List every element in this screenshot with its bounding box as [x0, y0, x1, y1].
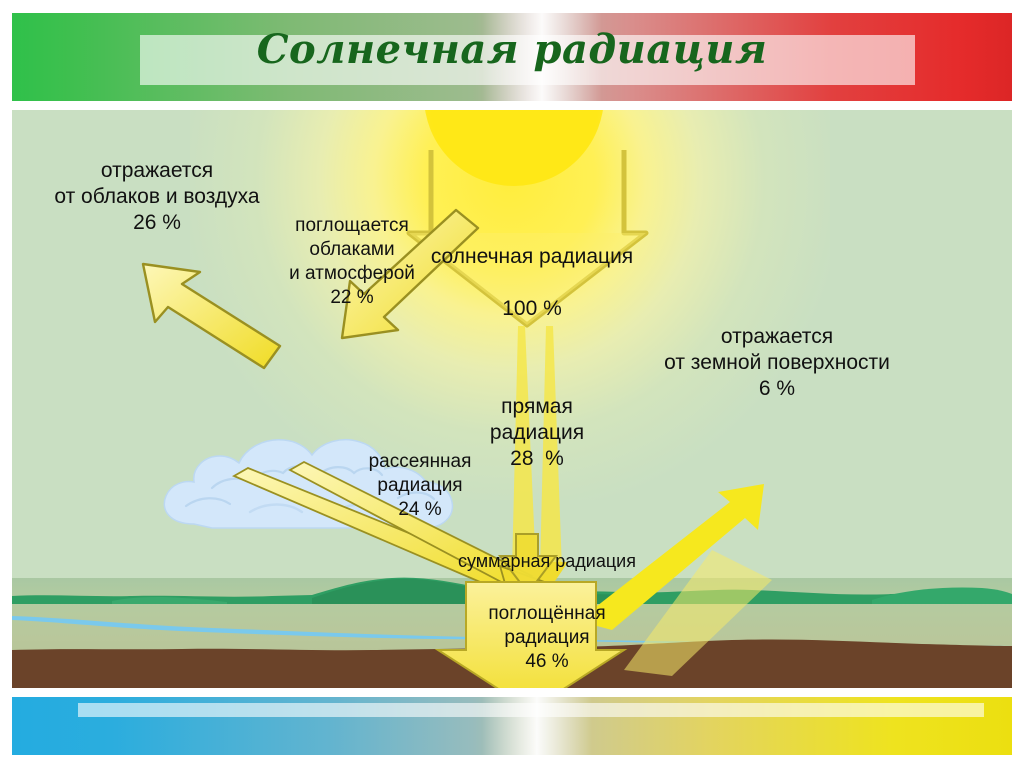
- label-reflected-by-earth-surface: отражается от земной поверхности 6 %: [664, 325, 890, 400]
- label-diffuse-radiation: рассеянная радиация 24 %: [368, 451, 472, 520]
- label-solar-radiation-total: солнечная радиация 100 %: [430, 245, 634, 320]
- page-title: Солнечная радиация: [256, 26, 768, 73]
- arrow-reflected-clouds-air: [141, 262, 282, 370]
- diagram-canvas: отражается от облаков и воздуха 26 % пог…: [12, 110, 1012, 688]
- label-absorbed-by-clouds-and-atmosphere: поглощается облаками и атмосферой 22 %: [289, 215, 415, 308]
- river-icon: [12, 616, 1012, 648]
- bottom-bar: [12, 697, 1012, 755]
- label-direct-radiation: прямая радиация 28 %: [489, 395, 585, 470]
- horizon-hills-icon: [12, 577, 1012, 604]
- label-total-radiation: суммарная радиация: [458, 551, 636, 571]
- sun-icon: [424, 110, 604, 186]
- bottom-glow: [482, 697, 592, 755]
- label-absorbed-radiation: поглощённая радиация 46 %: [488, 603, 606, 672]
- title-bar: Солнечная радиация: [12, 13, 1012, 101]
- label-reflected-by-clouds-and-air: отражается от облаков и воздуха 26 %: [54, 159, 260, 234]
